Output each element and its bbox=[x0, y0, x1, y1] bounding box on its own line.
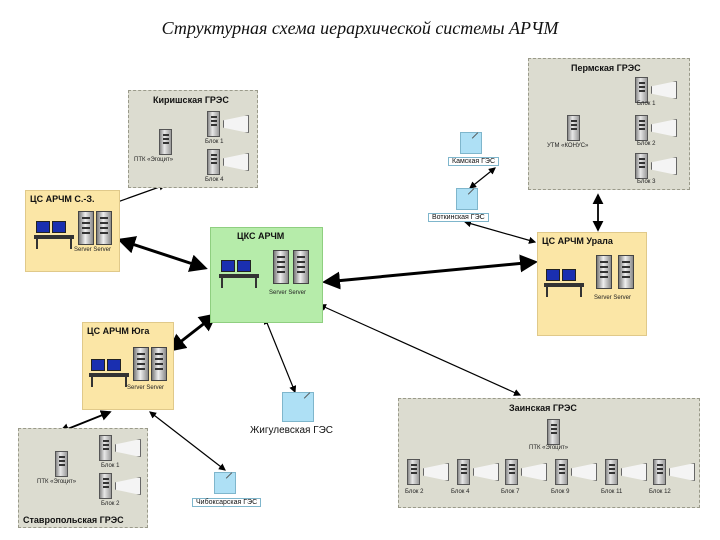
panel-stavropol: ПТК «Эгоцит» Блок 1 Блок 2 Ставропольска… bbox=[18, 428, 148, 528]
block-server-icon bbox=[635, 77, 648, 103]
block-server-icon bbox=[555, 459, 568, 485]
stavropol-block-2: Блок 2 bbox=[101, 501, 120, 507]
perm-title: Пермская ГРЭС bbox=[571, 63, 641, 73]
turbine-icon bbox=[651, 81, 677, 99]
hydro-station-icon bbox=[460, 132, 482, 154]
block-server-icon bbox=[457, 459, 470, 485]
turbine-icon bbox=[651, 157, 677, 175]
link-cks-zhiguli bbox=[263, 316, 297, 394]
diagram-title: Структурная схема иерархической системы … bbox=[161, 18, 559, 38]
block-server-icon bbox=[207, 149, 220, 175]
zain-block-2: Блок 2 bbox=[405, 489, 424, 495]
turbine-icon bbox=[115, 477, 141, 495]
zain-title: Заинская ГРЭС bbox=[509, 403, 577, 413]
turbine-icon bbox=[223, 153, 249, 171]
turbine-icon bbox=[473, 463, 499, 481]
server-icon bbox=[133, 347, 149, 381]
server-icon bbox=[96, 211, 112, 245]
block-server-icon bbox=[407, 459, 420, 485]
link-cks-south bbox=[167, 313, 218, 352]
link-kama-votkinsk bbox=[469, 167, 496, 189]
block-server-icon bbox=[635, 115, 648, 141]
cs-south-title: ЦС АРЧМ Юга bbox=[87, 326, 150, 336]
zain-block-9: Блок 9 bbox=[551, 489, 570, 495]
panel-perm: Пермская ГРЭС УТМ «КОНУС» Блок 1 Блок 2 … bbox=[528, 58, 690, 190]
hydro-station-icon bbox=[214, 472, 236, 494]
ptk-server-icon bbox=[55, 451, 68, 477]
stavropol-block-1: Блок 1 bbox=[101, 463, 120, 469]
block-server-icon bbox=[99, 435, 112, 461]
link-cks-ural bbox=[322, 254, 538, 290]
stavropol-title: Ставропольская ГРЭС bbox=[23, 515, 124, 525]
votkinsk-label: Воткинская ГЭС bbox=[428, 213, 489, 222]
cheboksary-label: Чибоксарская ГЭС bbox=[192, 498, 262, 507]
turbine-icon bbox=[423, 463, 449, 481]
server-icon bbox=[618, 255, 634, 289]
panel-cs-nw: ЦС АРЧМ С.-З. Server Server bbox=[25, 190, 120, 272]
panel-cs-ural: ЦС АРЧМ Урала Server Server bbox=[537, 232, 647, 336]
zain-block-11: Блок 11 bbox=[601, 489, 623, 495]
block-server-icon bbox=[605, 459, 618, 485]
zhiguli-label: Жигулевская ГЭС bbox=[250, 425, 334, 436]
panel-zain: Заинская ГРЭС ПТК «Эгоцит» Блок 2 Блок 4… bbox=[398, 398, 700, 508]
turbine-icon bbox=[521, 463, 547, 481]
block-server-icon bbox=[505, 459, 518, 485]
zain-block-4: Блок 4 bbox=[451, 489, 470, 495]
kirishi-block-4: Блок 4 bbox=[205, 177, 224, 183]
turbine-icon bbox=[651, 119, 677, 137]
kama-label: Камская ГЭС bbox=[448, 157, 500, 166]
hydro-station-icon bbox=[456, 188, 478, 210]
zain-block-7: Блок 7 bbox=[501, 489, 520, 495]
block-server-icon bbox=[99, 473, 112, 499]
link-csnw-cks bbox=[117, 236, 208, 272]
turbine-icon bbox=[223, 115, 249, 133]
zain-ptk-label: ПТК «Эгоцит» bbox=[529, 445, 569, 451]
perm-block-3: Блок 3 bbox=[637, 179, 656, 185]
server-icon bbox=[78, 211, 94, 245]
cs-nw-title: ЦС АРЧМ С.-З. bbox=[30, 194, 95, 204]
kirishi-title: Киришская ГРЭС bbox=[153, 95, 229, 105]
ptk-server-icon bbox=[159, 129, 172, 155]
workstation-icon bbox=[219, 258, 259, 288]
server-icon bbox=[151, 347, 167, 381]
cs-nw-servers: Server Server bbox=[74, 247, 112, 253]
panel-kirishi: Киришская ГРЭС ПТК «Эгоцит» Блок 1 Блок … bbox=[128, 90, 258, 188]
perm-block-1: Блок 1 bbox=[637, 101, 656, 107]
cs-ural-servers: Server Server bbox=[594, 295, 632, 301]
turbine-icon bbox=[115, 439, 141, 457]
perm-utm-label: УТМ «КОНУС» bbox=[547, 143, 589, 149]
workstation-icon bbox=[34, 219, 74, 249]
turbine-icon bbox=[571, 463, 597, 481]
workstation-icon bbox=[89, 357, 129, 387]
hydro-station-icon bbox=[282, 392, 314, 422]
link-south-cheboksary bbox=[149, 411, 226, 471]
server-icon bbox=[293, 250, 309, 284]
block-server-icon bbox=[653, 459, 666, 485]
perm-block-2: Блок 2 bbox=[637, 141, 656, 147]
block-server-icon bbox=[635, 153, 648, 179]
cks-title: ЦКС АРЧМ bbox=[237, 231, 285, 241]
utm-server-icon bbox=[567, 115, 580, 141]
link-cks-zain bbox=[318, 304, 522, 396]
kirishi-ptk-label: ПТК «Эгоцит» bbox=[134, 157, 174, 163]
turbine-icon bbox=[669, 463, 695, 481]
block-server-icon bbox=[207, 111, 220, 137]
panel-cks: ЦКС АРЧМ Server Server bbox=[210, 227, 323, 323]
zain-block-12: Блок 12 bbox=[649, 489, 671, 495]
cs-ural-title: ЦС АРЧМ Урала bbox=[542, 236, 613, 246]
stavropol-ptk-label: ПТК «Эгоцит» bbox=[37, 479, 77, 485]
link-ural-zain bbox=[440, 305, 520, 395]
kirishi-block-1: Блок 1 bbox=[205, 139, 224, 145]
server-icon bbox=[596, 255, 612, 289]
cks-servers: Server Server bbox=[269, 290, 307, 296]
server-icon bbox=[273, 250, 289, 284]
link-votkinsk-ural bbox=[463, 220, 537, 244]
turbine-icon bbox=[621, 463, 647, 481]
ptk-server-icon bbox=[547, 419, 560, 445]
cs-south-servers: Server Server bbox=[127, 385, 165, 391]
panel-cs-south: ЦС АРЧМ Юга Server Server bbox=[82, 322, 174, 410]
workstation-icon bbox=[544, 267, 584, 297]
